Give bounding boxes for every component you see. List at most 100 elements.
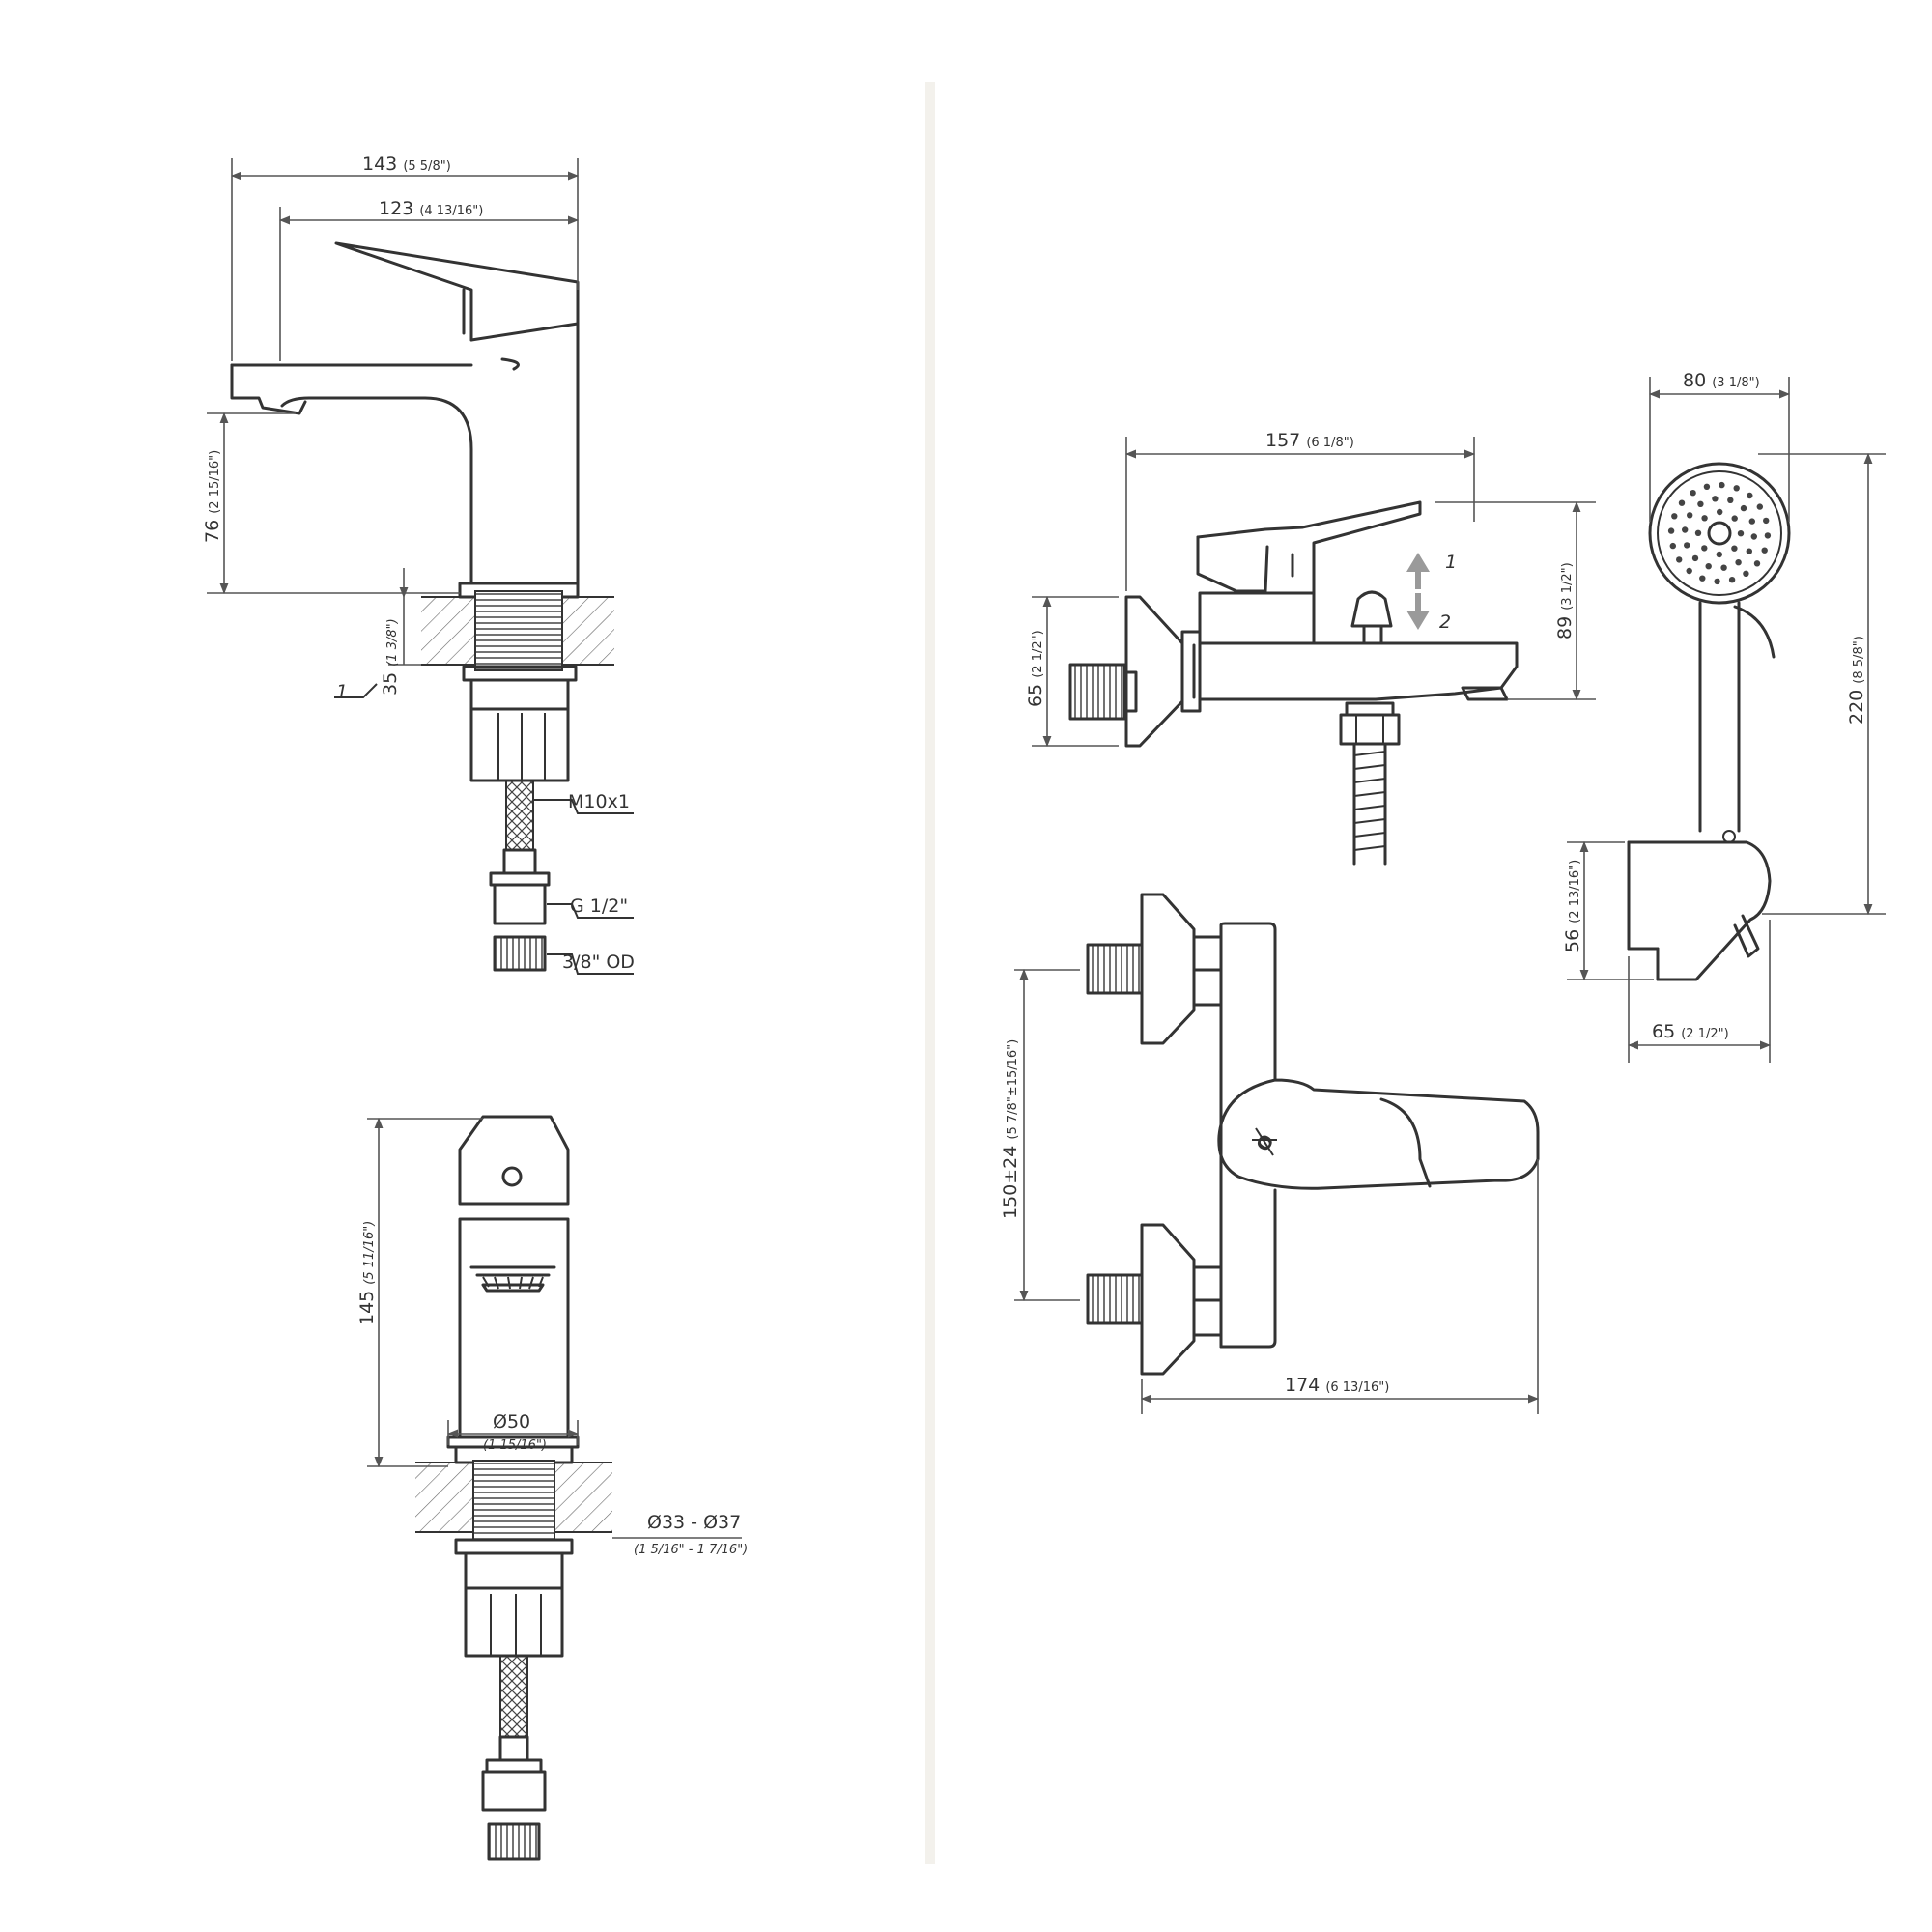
diverter-position-1: 1: [1445, 552, 1457, 573]
nozzle-dot: [1676, 556, 1683, 563]
hand-shower: [1627, 462, 1791, 981]
basin-front-dimensions: [367, 1117, 742, 1539]
nozzle-dot: [1727, 497, 1734, 503]
nozzle-dot: [1697, 500, 1704, 507]
nozzle-dot: [1691, 554, 1699, 562]
nozzle-dot: [1761, 547, 1768, 554]
bath-side-dimensions: [1032, 437, 1596, 748]
svg-text:220 (8 5/8"): 220 (8 5/8"): [1846, 636, 1867, 724]
nozzle-dot: [1712, 496, 1719, 502]
basin-mixer-side-view: [230, 242, 634, 975]
basin-mixer-front-view: [415, 1115, 612, 1861]
label-m10x1: M10x1: [568, 791, 630, 812]
diverter-arrows-icon: [1406, 553, 1430, 630]
nozzle-dot: [1731, 545, 1738, 552]
svg-text:56 (2 13/16"): 56 (2 13/16"): [1562, 860, 1583, 952]
label-g-half-inch: G 1/2": [570, 895, 628, 917]
dim-shower-width-inch: (3 1/8"): [1712, 376, 1759, 390]
nozzle-dot: [1743, 570, 1749, 577]
nozzle-dot: [1690, 490, 1696, 497]
svg-text:145 (5 11/16"): 145 (5 11/16"): [356, 1221, 378, 1325]
nozzle-dot: [1753, 560, 1761, 567]
dim-holder-height-inch: (2 13/16"): [1568, 860, 1582, 923]
nozzle-dot: [1746, 548, 1753, 554]
dim-deck-thickness-inch: (1 3/8"): [385, 618, 400, 666]
dim-inlet-centers-inch: (5 7/8"±15/16"): [1006, 1039, 1020, 1140]
dim-flange-diameter: 65: [1025, 684, 1046, 707]
dim-bath-width: 157: [1265, 430, 1300, 451]
nozzle-dot: [1737, 530, 1745, 537]
nozzle-dot: [1756, 503, 1764, 510]
nozzle-dot: [1740, 504, 1747, 512]
dim-bath-height: 89: [1554, 616, 1576, 639]
dim-inlet-centers: 150±24: [1000, 1146, 1021, 1219]
shower-dimensions: [1567, 377, 1886, 1063]
shower-labels: 80 (3 1/8") 220 (8 5/8") 56 (2 13/16") 6…: [1562, 370, 1867, 1042]
nozzle-dot: [1717, 508, 1723, 516]
nozzle-dot: [1714, 578, 1720, 585]
nozzle-dot: [1705, 563, 1712, 570]
basin-side-dimensions: [207, 158, 580, 666]
svg-text:76 (2 15/16"): 76 (2 15/16"): [202, 450, 223, 543]
nozzle-dot: [1731, 515, 1738, 522]
dim-base-diameter: Ø50: [493, 1411, 530, 1433]
dim-deck-thickness: 35: [380, 672, 401, 696]
svg-text:174 (6 13/16"): 174 (6 13/16"): [1285, 1375, 1389, 1396]
svg-text:65 (2 1/2"): 65 (2 1/2"): [1025, 630, 1046, 707]
svg-text:65 (2 1/2"): 65 (2 1/2"): [1652, 1021, 1729, 1042]
nozzle-dot: [1716, 551, 1723, 558]
nozzle-dot: [1699, 575, 1706, 582]
dim-hole-diameter-inch: (1 5/16" - 1 7/16"): [634, 1543, 748, 1557]
dim-front-height-inch: (5 11/16"): [362, 1221, 377, 1285]
nozzle-dot: [1750, 533, 1758, 540]
nozzle-dot: [1687, 512, 1693, 519]
dim-base-diameter-inch: (1 15/16"): [483, 1438, 547, 1453]
dim-shower-height-inch: (8 5/8"): [1852, 636, 1866, 683]
dim-total-width-inch: (5 5/8"): [403, 159, 450, 174]
nozzle-dot: [1719, 481, 1725, 489]
nozzle-dot: [1669, 542, 1677, 550]
svg-text:35 (1 3/8"): 35 (1 3/8"): [380, 618, 401, 696]
dim-hole-diameter: Ø33 - Ø37: [647, 1512, 741, 1533]
callout-number: 1: [336, 681, 348, 702]
nozzle-dot: [1747, 492, 1753, 499]
bath-side-labels: 157 (6 1/8") 89 (3 1/2") 65 (2 1/2") 1 2: [1025, 430, 1576, 707]
dim-holder-width-inch: (2 1/2"): [1681, 1027, 1728, 1041]
dim-spout-reach: 123: [379, 198, 413, 219]
nozzle-dot: [1763, 517, 1770, 525]
dim-total-width: 143: [362, 154, 397, 175]
svg-text:80 (3 1/8"): 80 (3 1/8"): [1683, 370, 1760, 391]
nozzle-dot: [1728, 577, 1736, 583]
nozzle-dot: [1701, 545, 1708, 552]
nozzle-dot: [1684, 542, 1690, 549]
nozzle-dot: [1678, 499, 1686, 506]
nozzle-dot: [1686, 567, 1692, 575]
dim-spout-reach-inch: (4 13/16"): [419, 204, 483, 218]
label-od: 3/8" OD: [562, 952, 635, 973]
svg-text:143 (5 5/8"): 143 (5 5/8"): [362, 154, 451, 175]
svg-text:150±24 (5 7/8"±15/16"): 150±24 (5 7/8"±15/16"): [1000, 1039, 1021, 1219]
bath-top-dimensions: [1014, 968, 1540, 1414]
nozzle-dot: [1720, 564, 1727, 571]
dim-spout-height-inch: (2 15/16"): [208, 450, 222, 514]
dim-top-width: 174: [1285, 1375, 1320, 1396]
dim-flange-diameter-inch: (2 1/2"): [1031, 630, 1045, 677]
dim-shower-width: 80: [1683, 370, 1706, 391]
nozzle-dot: [1701, 515, 1708, 522]
basin-side-labels: 143 (5 5/8") 123 (4 13/16") 76 (2 15/16"…: [202, 154, 635, 973]
svg-text:123 (4 13/16"): 123 (4 13/16"): [379, 198, 483, 219]
svg-text:89 (3 1/2"): 89 (3 1/2"): [1554, 562, 1576, 639]
nozzle-dot: [1733, 485, 1740, 492]
dim-bath-width-inch: (6 1/8"): [1306, 436, 1353, 450]
dim-holder-height: 56: [1562, 929, 1583, 952]
shower-nozzles: [1667, 481, 1772, 585]
dim-holder-width: 65: [1652, 1021, 1675, 1042]
nozzle-dot: [1694, 529, 1702, 536]
dim-top-width-inch: (6 13/16"): [1325, 1380, 1389, 1395]
dim-bath-height-inch: (3 1/2"): [1560, 562, 1575, 610]
bath-mixer-top-view: ʘ: [1086, 893, 1540, 1376]
nozzle-dot: [1667, 527, 1675, 534]
dim-spout-height: 76: [202, 520, 223, 543]
nozzle-dot: [1748, 518, 1756, 525]
basin-front-labels: 145 (5 11/16") Ø50 (1 15/16") Ø33 - Ø37 …: [356, 1221, 748, 1557]
